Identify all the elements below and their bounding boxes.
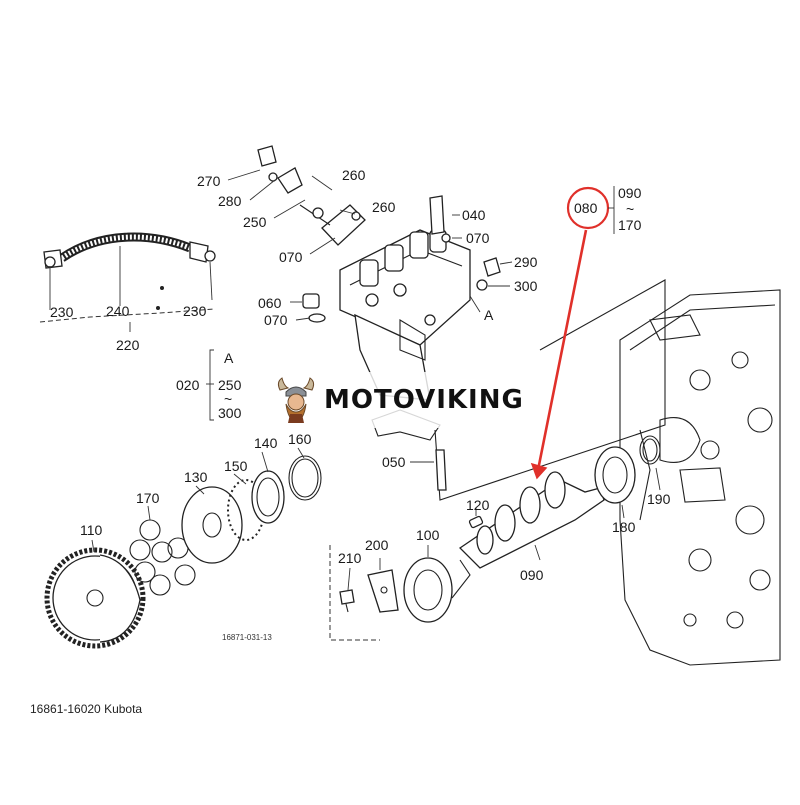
label-180: 180 bbox=[612, 519, 636, 535]
plate-130 bbox=[181, 486, 243, 564]
label-270: 270 bbox=[197, 173, 221, 189]
label-170: 170 bbox=[136, 490, 160, 506]
label-300-group: 300 bbox=[218, 405, 242, 421]
snap-ring-160 bbox=[288, 455, 322, 501]
label-020: 020 bbox=[176, 377, 200, 393]
label-300: 300 bbox=[514, 278, 538, 294]
label-120: 120 bbox=[466, 497, 490, 513]
figure-reference: 16871-031-13 bbox=[222, 633, 272, 642]
label-110: 110 bbox=[80, 522, 103, 538]
label-220: 220 bbox=[116, 337, 140, 353]
label-150: 150 bbox=[224, 458, 248, 474]
seal-140 bbox=[251, 470, 285, 524]
bolt-040 bbox=[429, 195, 445, 235]
label-070-b: 070 bbox=[466, 230, 490, 246]
label-a-pump: A bbox=[484, 307, 494, 323]
gear-110 bbox=[44, 547, 146, 649]
label-290: 290 bbox=[514, 254, 538, 270]
label-090-range-start: 090 bbox=[618, 185, 642, 201]
label-160: 160 bbox=[288, 431, 312, 447]
o-rings-170 bbox=[129, 519, 196, 596]
engine-block bbox=[619, 289, 781, 666]
label-190: 190 bbox=[647, 491, 671, 507]
label-040: 040 bbox=[462, 207, 486, 223]
label-140: 140 bbox=[254, 435, 278, 451]
label-080: 080 bbox=[574, 200, 598, 216]
fuel-hose-assembly bbox=[43, 232, 216, 269]
range-tilde-2: ~ bbox=[224, 391, 232, 407]
stopper-200 bbox=[367, 569, 399, 613]
label-210: 210 bbox=[338, 550, 362, 566]
watermark: MOTOVIKING bbox=[270, 372, 532, 428]
plug-290 bbox=[483, 257, 501, 277]
range-tilde-1: ~ bbox=[626, 201, 634, 217]
viking-logo-icon bbox=[277, 377, 315, 423]
label-230-a: 230 bbox=[50, 304, 74, 320]
highlight-arrow bbox=[536, 229, 588, 471]
part-060 bbox=[302, 293, 320, 309]
label-070-a: 070 bbox=[279, 249, 303, 265]
bearing-180 bbox=[594, 446, 636, 504]
label-260-b: 260 bbox=[372, 199, 396, 215]
label-050: 050 bbox=[382, 454, 406, 470]
label-230-b: 230 bbox=[183, 303, 207, 319]
label-a-group: A bbox=[224, 350, 234, 366]
alignment-line bbox=[329, 545, 380, 641]
bolt-210 bbox=[339, 589, 355, 613]
ring-190 bbox=[639, 435, 661, 465]
key-120 bbox=[468, 515, 484, 529]
label-200: 200 bbox=[365, 537, 389, 553]
label-170-range-end: 170 bbox=[618, 217, 642, 233]
label-240: 240 bbox=[106, 303, 130, 319]
label-280: 280 bbox=[218, 193, 242, 209]
label-090: 090 bbox=[520, 567, 544, 583]
label-070-c: 070 bbox=[264, 312, 288, 328]
camshaft-090 bbox=[458, 471, 605, 569]
hose-bracket-line bbox=[39, 308, 216, 323]
label-100: 100 bbox=[416, 527, 440, 543]
label-060: 060 bbox=[258, 295, 282, 311]
label-250: 250 bbox=[243, 214, 267, 230]
watermark-text: MOTOVIKING bbox=[324, 385, 524, 415]
label-260-a: 260 bbox=[342, 167, 366, 183]
label-250-group: 250 bbox=[218, 377, 242, 393]
part-caption: 16861-16020 Kubota bbox=[30, 702, 143, 716]
label-130: 130 bbox=[184, 469, 208, 485]
bearing-100 bbox=[403, 557, 453, 623]
